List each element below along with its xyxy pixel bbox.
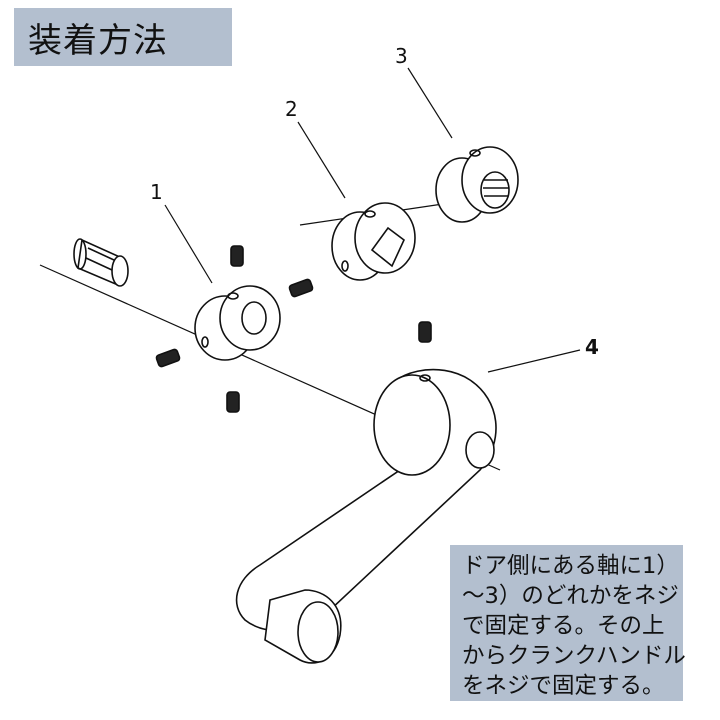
crank-handle (235, 368, 497, 664)
page-title: 装着方法 (28, 20, 168, 61)
collar-3 (435, 146, 519, 223)
part-label-4: 4 (585, 335, 599, 359)
instruction-note: ドア側にある軸に1） 〜3）のどれかをネジ で固定する。その上 からクランクハン… (450, 545, 686, 701)
collar-2 (331, 202, 416, 281)
spline-shaft (73, 238, 129, 287)
title-box: 装着方法 (14, 8, 232, 66)
note-line: ドア側にある軸に1） (462, 553, 679, 579)
note-line: で固定する。その上 (462, 613, 665, 639)
set-screws (155, 245, 432, 413)
collar-1 (194, 285, 281, 361)
note-line: をネジで固定する。 (462, 673, 665, 699)
note-line: からクランクハンドル (462, 643, 686, 669)
note-line: 〜3）のどれかをネジ (462, 583, 679, 609)
part-label-3: 3 (395, 44, 408, 68)
part-label-2: 2 (285, 97, 298, 121)
part-label-1: 1 (150, 180, 163, 204)
